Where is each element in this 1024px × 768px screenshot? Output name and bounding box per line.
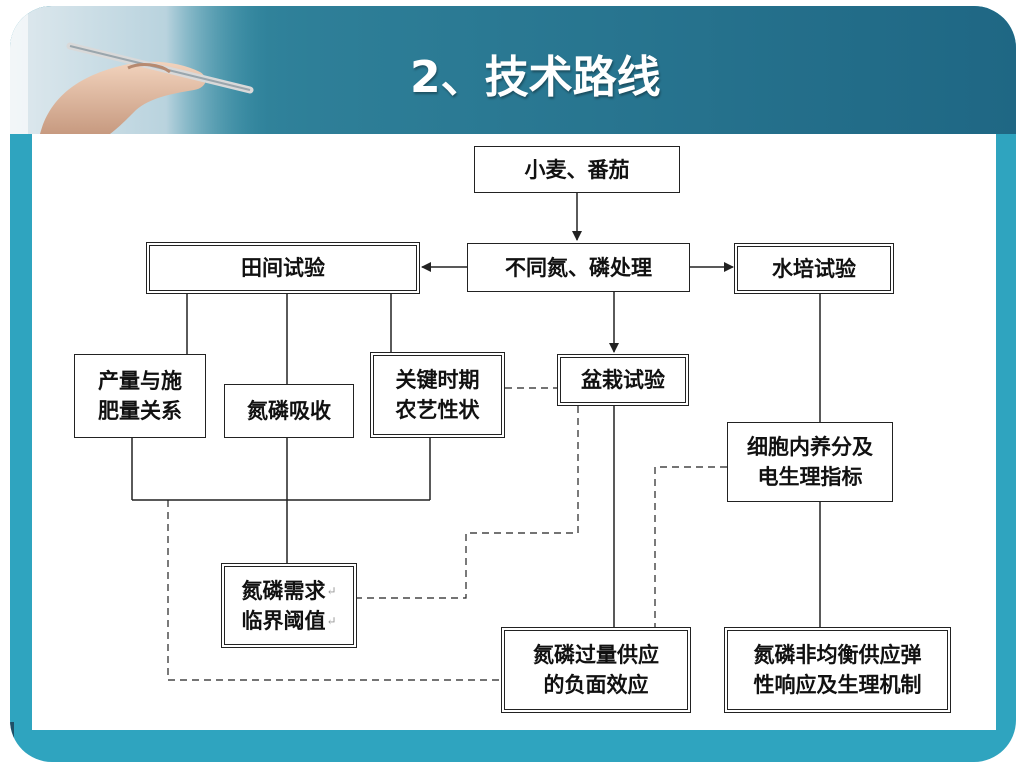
np-demand-line2: 临界阈值	[241, 607, 326, 633]
hand-with-pen-image	[10, 6, 270, 134]
node-np-excess: 氮磷过量供应 的负面效应	[501, 627, 691, 713]
node-np-demand: 氮磷需求↵ 临界阈值↵	[221, 563, 357, 648]
node-treatment: 不同氮、磷处理	[467, 243, 690, 292]
node-field-trial: 田间试验	[146, 242, 420, 294]
node-cell-nutrient: 细胞内养分及 电生理指标	[727, 422, 893, 502]
node-hydroponic-trial: 水培试验	[734, 243, 894, 294]
dashed-bracket-to-excess	[167, 500, 503, 681]
dashed-cell-to-excess	[654, 466, 727, 627]
node-np-imbalance: 氮磷非均衡供应弹 性响应及生理机制	[724, 627, 951, 713]
slide-title: 2、技术路线	[410, 52, 661, 103]
return-mark-icon: ↵	[326, 613, 337, 628]
header-band: 2、技术路线	[10, 6, 1016, 134]
node-crops: 小麦、番茄	[474, 146, 680, 193]
node-np-uptake: 氮磷吸收	[224, 384, 354, 438]
np-demand-line1: 氮磷需求	[241, 577, 326, 603]
node-pot-trial: 盆栽试验	[557, 354, 689, 406]
node-yield-relation: 产量与施 肥量关系	[74, 354, 206, 438]
node-key-period: 关键时期 农艺性状	[370, 352, 505, 438]
left-accent-bar	[10, 722, 14, 762]
dashed-pot-to-demand	[357, 406, 579, 599]
return-mark-icon: ↵	[326, 583, 337, 598]
